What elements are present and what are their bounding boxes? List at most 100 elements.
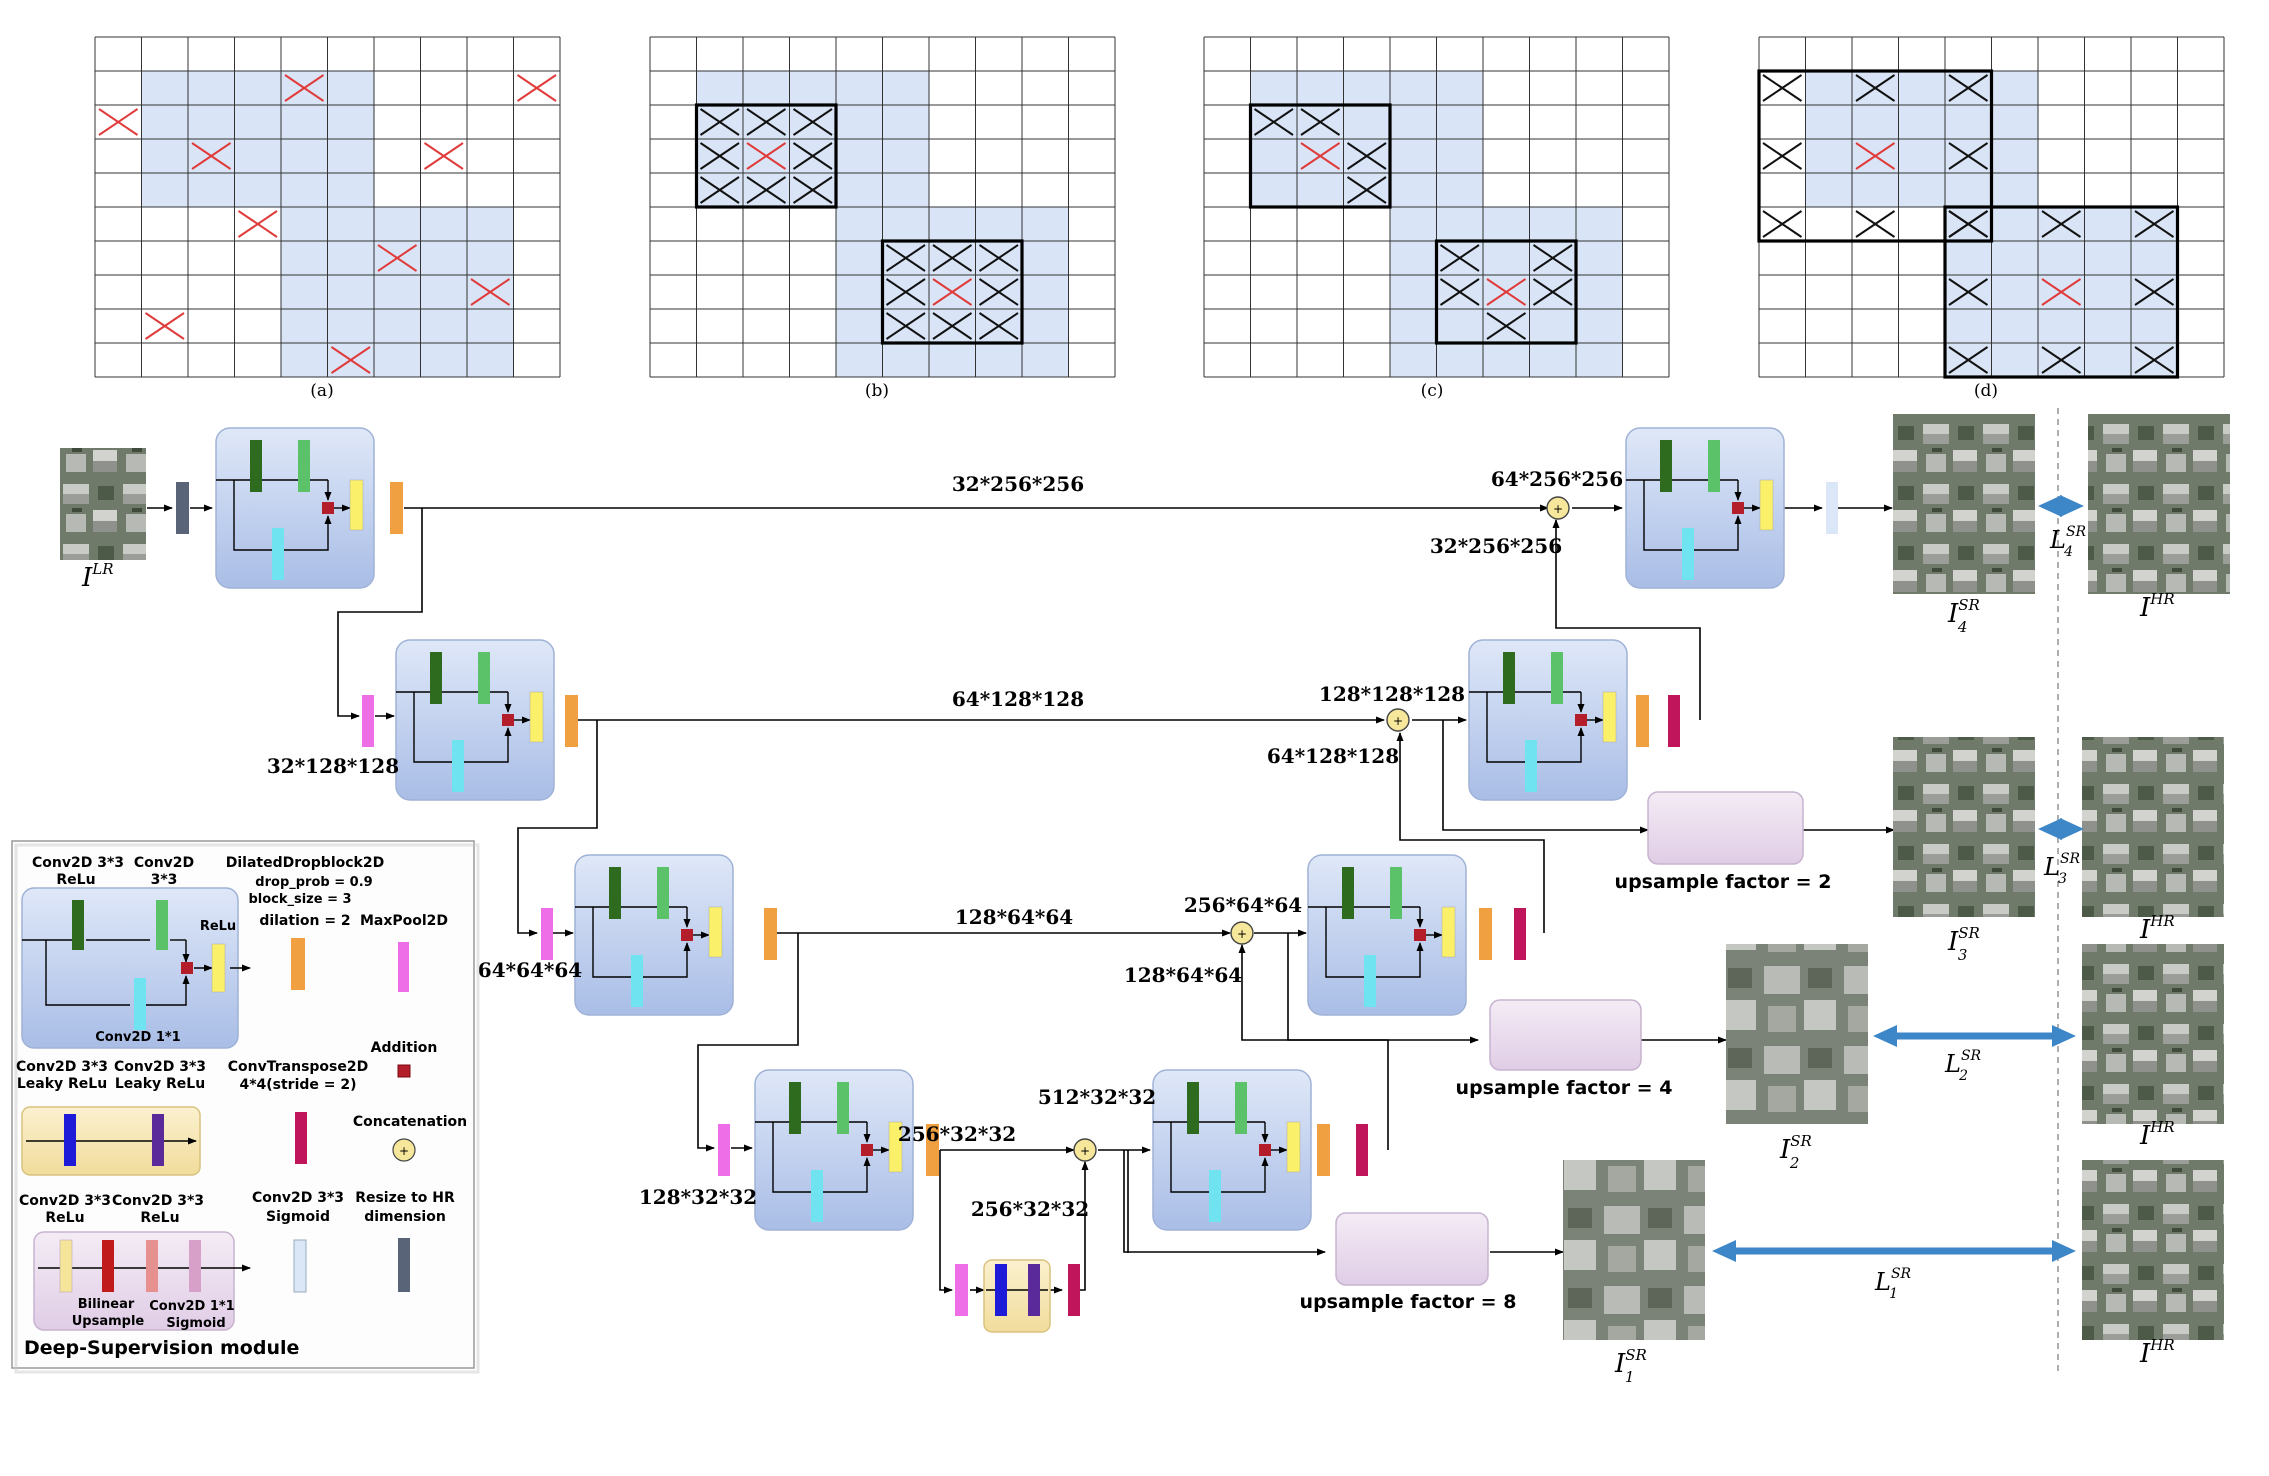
conv1x1-bar [1525,740,1537,792]
cross-mark [978,278,1019,306]
relu-bar [1759,479,1774,531]
conv-relu-bar [250,440,262,492]
svg-text:Concatenation: Concatenation [353,1114,467,1130]
cross-mark [423,142,464,170]
dim-enc3-in: 64*64*64 [478,958,582,982]
block-outline [1757,69,1994,243]
dim-cat3-bot: 128*64*64 [1124,963,1242,987]
encoder-block-1 [215,427,375,589]
cross-mark [885,278,926,306]
cross-mark [932,278,973,306]
block-line [1325,907,1364,978]
svg-text:Sigmoid: Sigmoid [166,1316,225,1331]
conv-relu-bar [430,652,442,704]
dropblock-bar-dec4 [1317,1124,1330,1176]
cross-mark [1762,142,1803,170]
convT-bar-bott [1068,1264,1080,1316]
cross-mark [978,244,1019,272]
concat-node-2 [1386,708,1410,732]
upsample-label-2: upsample factor = 2 [1615,871,1832,893]
cross-mark [1948,278,1989,306]
conv1x1-bar [272,528,284,580]
cross-mark [1948,210,1989,238]
cross-mark [1346,176,1387,204]
svg-text:+: + [1080,1144,1090,1158]
relu-bar [1441,906,1456,958]
dim-skip3: 128*64*64 [955,905,1073,929]
cross-mark [885,244,926,272]
cross-mark [1439,278,1480,306]
svg-text:ReLu: ReLu [45,1210,84,1226]
cross-mark [2041,278,2082,306]
decoder-block-1 [1625,427,1785,589]
svg-text:Conv2D 3*3: Conv2D 3*3 [32,855,124,871]
block-line [592,907,631,978]
block-arrow [1221,1157,1269,1193]
dim-skip1: 32*256*256 [952,472,1084,496]
cross-mark [284,74,325,102]
cross-mark [1532,244,1573,272]
block-line [1486,692,1525,763]
svg-text:+: + [399,1144,409,1158]
legend-dropblock-bar [291,938,305,990]
svg-text:3*3: 3*3 [151,872,178,888]
cross-mark [1948,142,1989,170]
cross-mark [978,312,1019,340]
svg-text:Conv2D 3*3: Conv2D 3*3 [16,1059,108,1075]
svg-text:MaxPool2D: MaxPool2D [360,913,448,929]
legend-sigmoid-bar [293,1239,307,1293]
svg-text:dilation = 2: dilation = 2 [259,913,350,929]
cross-mark [2134,278,2175,306]
svg-text:+: + [1393,714,1403,728]
block-line [1643,480,1682,551]
svg-text:Conv2D 3*3: Conv2D 3*3 [19,1193,111,1209]
input-lr-image [60,448,146,560]
svg-text:Resize to HR: Resize to HR [355,1190,455,1206]
upsample-box-2 [1647,791,1804,865]
svg-text:+: + [1237,927,1247,941]
conv1x1-bar [1682,528,1694,580]
svg-text:Leaky ReLu: Leaky ReLu [115,1076,205,1092]
svg-text:Conv2D 1*1: Conv2D 1*1 [149,1299,234,1314]
conv-blocks [215,427,1785,1231]
block-outline [880,239,1024,345]
cross-mark [2134,346,2175,374]
block-line [413,692,452,763]
dim-cat1-bot: 32*256*256 [1430,534,1562,558]
cross-mark [1300,142,1341,170]
svg-text:DilatedDropblock2D: DilatedDropblock2D [226,855,384,871]
relu-bar [1602,691,1617,743]
loss-arrows [1712,495,2084,1262]
cross-mark [516,74,557,102]
dropblock-bar-2 [565,695,578,747]
conv-relu-bar [1342,867,1354,919]
connection-lines [147,504,1895,1294]
dim-enc2-in: 32*128*128 [267,754,399,778]
concat-node-1 [1546,496,1570,520]
caption-b: (b) [865,381,889,401]
legend-ds-module [33,1231,235,1331]
resize-bar-input [176,482,189,534]
block-outline [1943,205,2180,379]
upsample-labels: upsample factor = 2 upsample factor = 4 … [1300,871,1832,1313]
cross-mark [792,142,833,170]
convT-bar-dec4 [1356,1124,1368,1176]
block-outline [694,103,838,209]
cross-mark [144,312,185,340]
sr3-image [1893,737,2035,917]
concat-node-3 [1230,921,1254,945]
cross-mark [885,312,926,340]
conv-relu-bar [609,867,621,919]
addition-glyph [1259,1144,1271,1156]
caption-d: (d) [1974,381,1998,401]
block-line [1170,1122,1209,1193]
decoder-block-4 [1152,1069,1312,1231]
svg-text:dimension: dimension [364,1209,446,1225]
cross-mark [470,278,511,306]
cross-mark [1532,278,1573,306]
svg-text:Conv2D 3*3: Conv2D 3*3 [252,1190,344,1206]
legend-add-glyph [397,1064,411,1078]
